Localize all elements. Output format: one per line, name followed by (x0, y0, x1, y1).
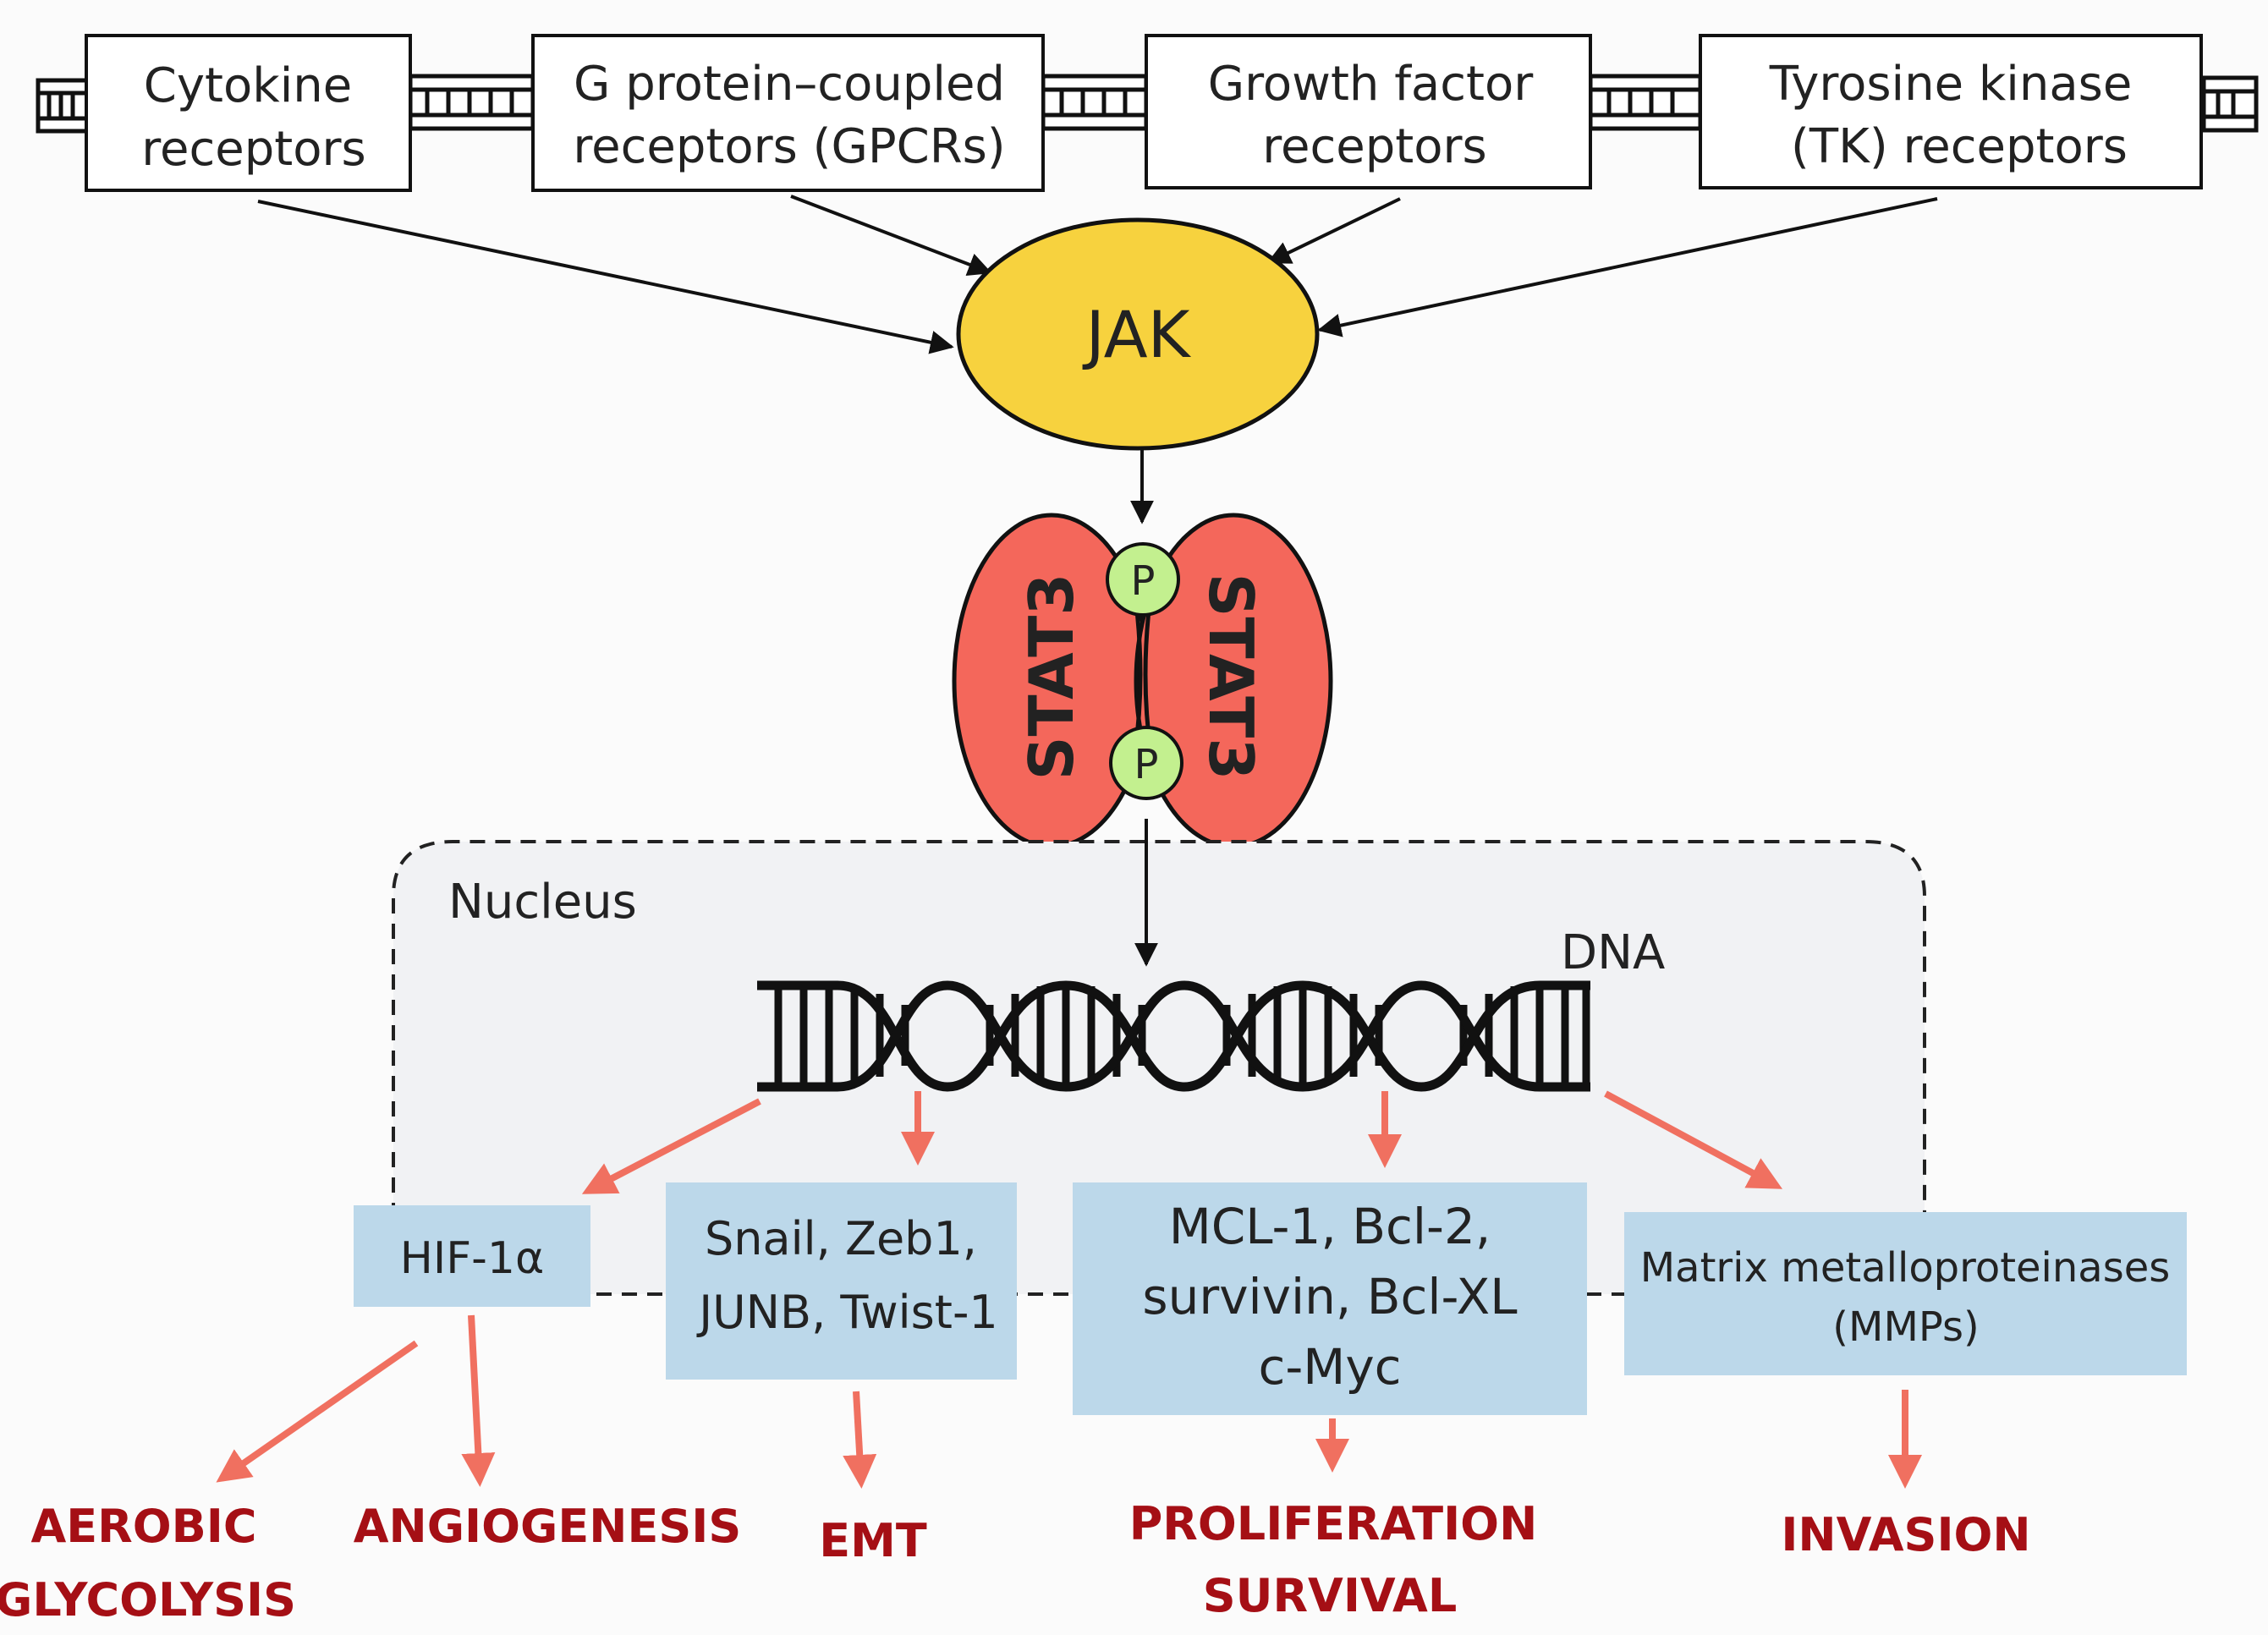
target-to-outcome-arrows (216, 1314, 1922, 1489)
membrane-segment (36, 78, 91, 134)
target-label-line3: c-Myc (1258, 1338, 1401, 1396)
outcome-emt: EMT (819, 1514, 927, 1567)
target-label: HIF-1α (400, 1233, 544, 1284)
dna-label: DNA (1561, 925, 1665, 980)
outcome-label-line2: GLYCOLYSIS (0, 1573, 296, 1627)
nucleus-label: Nucleus (448, 875, 637, 930)
outcome-label-line1: AEROBIC (30, 1500, 256, 1553)
outcome-aerobic-glycolysis: AEROBIC GLYCOLYSIS (0, 1500, 296, 1627)
jak-label: JAK (1083, 297, 1192, 372)
phospho-top: P (1106, 542, 1180, 617)
receptor-label-line1: Cytokine (144, 58, 352, 113)
arrow (216, 1340, 419, 1483)
svg-text:P: P (1131, 557, 1156, 605)
target-emt-genes: Snail, Zeb1, JUNB, Twist-1 (666, 1182, 1017, 1380)
target-label-line1: Snail, Zeb1, (705, 1212, 977, 1265)
stat3-left-label: STAT3 (1016, 573, 1087, 781)
arrow (1604, 1090, 1783, 1189)
arrow (461, 1314, 496, 1487)
dna-helix: DNA (757, 925, 1665, 1092)
phospho-bottom: P (1109, 726, 1183, 800)
target-hif1a: HIF-1α (354, 1205, 590, 1307)
receptor-label-line2: receptors (GPCRs) (573, 119, 1005, 174)
outcome-label-line2: SURVIVAL (1203, 1569, 1458, 1622)
receptor-label-line1: G protein–coupled (574, 57, 1005, 112)
membrane-segment (1041, 74, 1149, 131)
dna-to-target-arrows (581, 1090, 1783, 1194)
outcome-angiogenesis: ANGIOGENESIS (354, 1500, 741, 1553)
outcome-proliferation-survival: PROLIFERATION SURVIVAL (1129, 1497, 1538, 1622)
membrane-segment (1588, 74, 1703, 131)
arrow (581, 1098, 761, 1194)
target-label-line1: MCL-1, Bcl-2, (1169, 1198, 1491, 1255)
receptor-cytokine: Cytokine receptors (85, 34, 412, 192)
receptor-label-line1: Tyrosine kinase (1769, 57, 2133, 112)
arrow (257, 200, 954, 354)
target-survival-genes: MCL-1, Bcl-2, survivin, Bcl-XL c-Myc (1073, 1182, 1587, 1415)
stat3-dimer: STAT3 STAT3 P P (952, 513, 1333, 849)
receptor-tyrosine-kinase: Tyrosine kinase (TK) receptors (1699, 34, 2203, 189)
receptor-label-line2: receptors (141, 122, 365, 177)
target-label-line2: survivin, Bcl-XL (1142, 1268, 1517, 1325)
receptor-label-line2: (TK) receptors (1791, 119, 2128, 174)
receptor-to-jak-arrows (257, 195, 1938, 354)
membrane-segment (408, 74, 535, 131)
target-mmps: Matrix metalloproteinases (MMPs) (1624, 1212, 2187, 1375)
arrow (843, 1391, 877, 1489)
stat3-right-label: STAT3 (1195, 573, 1266, 781)
receptor-gpcr: G protein–coupled receptors (GPCRs) (531, 34, 1045, 192)
target-label-line2: JUNB, Twist-1 (696, 1286, 998, 1339)
outcome-invasion: INVASION (1781, 1508, 2030, 1561)
svg-text:P: P (1134, 741, 1159, 788)
target-label-line2: (MMPs) (1832, 1303, 1979, 1351)
outcome-label-line1: PROLIFERATION (1129, 1497, 1538, 1550)
arrow (1317, 197, 1938, 337)
receptor-label-line1: Growth factor (1208, 57, 1535, 112)
arrow (790, 195, 992, 277)
receptor-growth-factor: Growth factor receptors (1145, 34, 1592, 189)
jak-node: JAK (956, 217, 1320, 451)
receptor-label-line2: receptors (1262, 119, 1486, 174)
target-label-line1: Matrix metalloproteinases (1640, 1244, 2171, 1292)
arrow (1266, 197, 1401, 264)
membrane-segment (2201, 75, 2259, 133)
